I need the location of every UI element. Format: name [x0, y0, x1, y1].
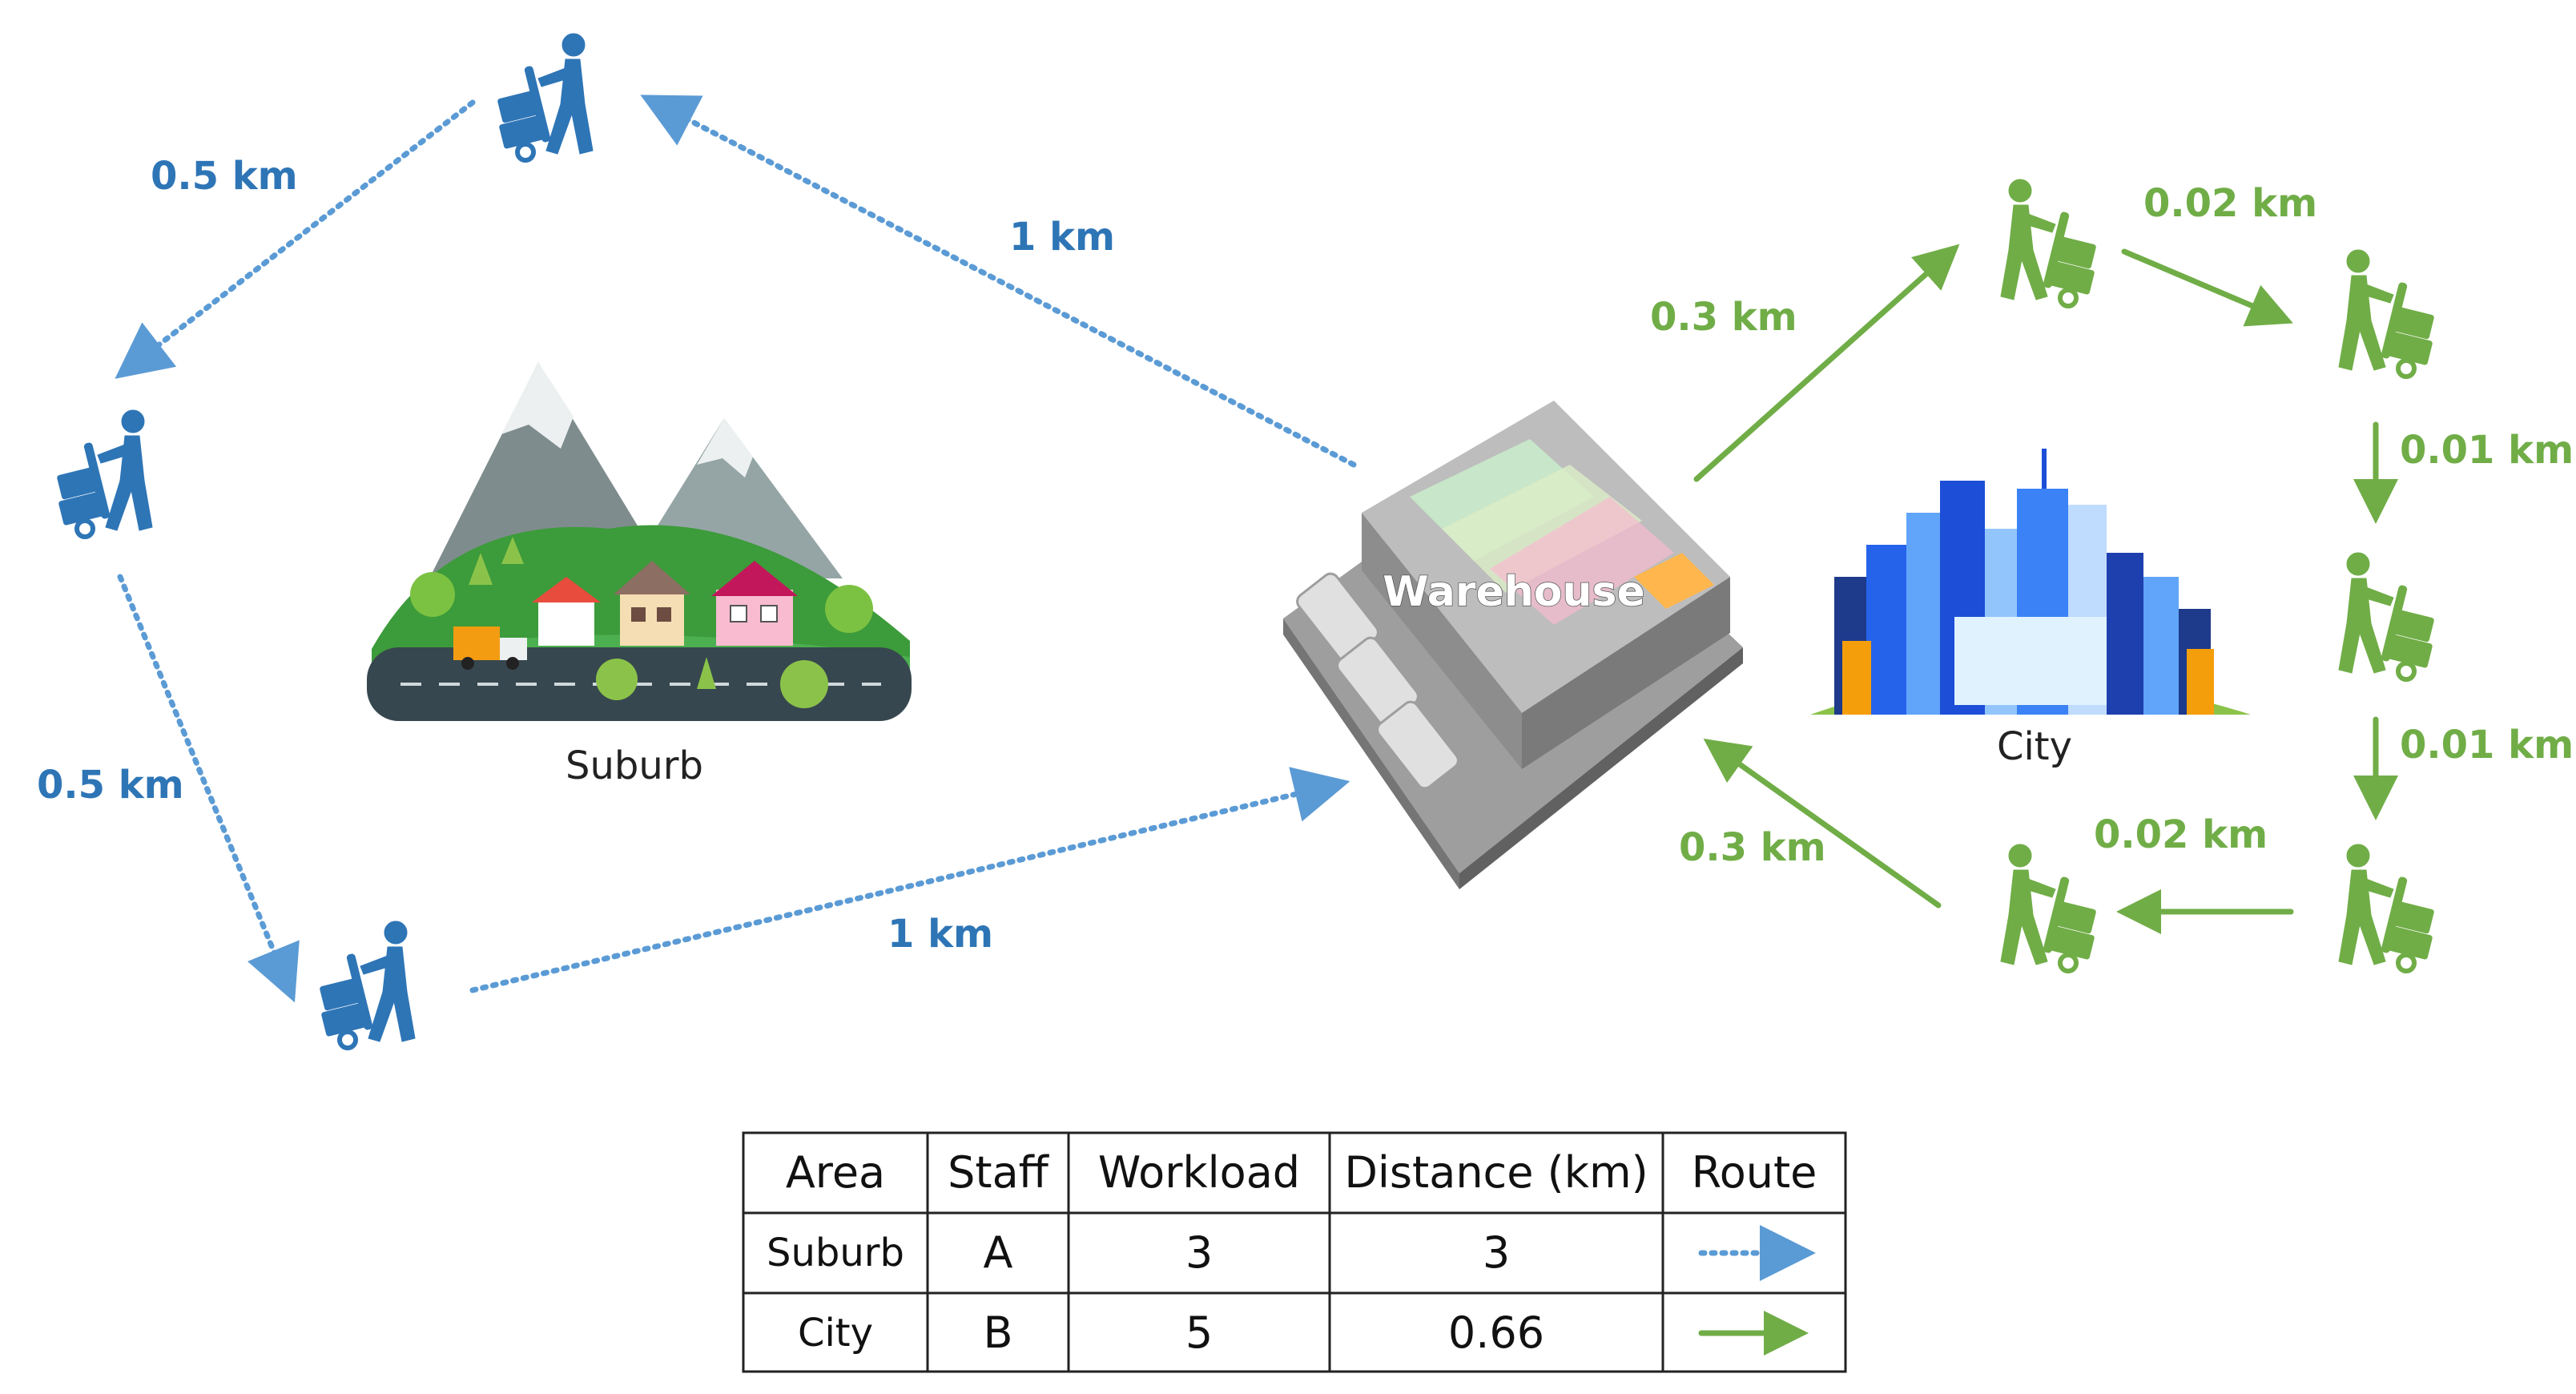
city-caption: City	[1997, 724, 2072, 769]
city-distance-label: 0.01 km	[2400, 428, 2574, 473]
table-cell-area: Suburb	[767, 1231, 904, 1275]
warehouse-label: Warehouse	[1383, 568, 1645, 616]
city-distance-label: 0.3 km	[1679, 825, 1826, 870]
table-cell-staff: A	[984, 1227, 1013, 1278]
worker-icon	[2339, 844, 2434, 971]
suburb-distance-label: 0.5 km	[37, 763, 184, 808]
city-illustration	[1810, 449, 2251, 715]
table-header-route: Route	[1692, 1147, 1817, 1198]
table-cell-distance: 0.66	[1448, 1307, 1544, 1358]
suburb-edge-warehouse-to-top	[640, 95, 1357, 468]
suburb-route	[115, 95, 1357, 1003]
worker-icon	[320, 921, 415, 1048]
summary-table: Area Staff Workload Distance (km) Route …	[742, 1131, 1847, 1373]
worker-icon	[2001, 844, 2096, 971]
table-header-distance: Distance (km)	[1344, 1147, 1648, 1198]
suburb-distance-label: 1 km	[888, 912, 993, 957]
table-cell-area: City	[798, 1311, 873, 1356]
city-distance-label: 0.01 km	[2400, 723, 2574, 768]
city-distance-label: 0.02 km	[2143, 181, 2317, 226]
suburb-illustration	[367, 362, 912, 721]
table-header-area: Area	[786, 1147, 885, 1198]
worker-icon	[497, 34, 593, 160]
city-distance-label: 0.02 km	[2094, 812, 2268, 857]
worker-icon	[2339, 553, 2434, 679]
worker-icon	[2339, 250, 2434, 377]
table-header-row: Area Staff Workload Distance (km) Route	[786, 1147, 1817, 1198]
table-cell-distance: 3	[1483, 1227, 1510, 1278]
table-cell-staff: B	[983, 1307, 1012, 1358]
suburb-distance-label: 0.5 km	[151, 154, 298, 199]
city-edge-c1-to-c2	[2121, 248, 2293, 327]
warehouse-illustration	[1283, 401, 1743, 889]
table-row: City B 5 0.66	[798, 1307, 1809, 1358]
suburb-caption: Suburb	[566, 743, 703, 788]
table-cell-workload: 3	[1185, 1227, 1213, 1278]
table-header-staff: Staff	[948, 1147, 1050, 1198]
table-cell-workload: 5	[1185, 1307, 1213, 1358]
worker-icon	[2001, 179, 2096, 306]
city-edge-warehouse-to-c1	[1693, 244, 1960, 482]
city-distance-label: 0.3 km	[1650, 295, 1797, 340]
suburb-edge-top-to-left	[115, 99, 476, 379]
table-row: Suburb A 3 3	[767, 1225, 1816, 1281]
city-edge-c5-to-warehouse	[1703, 738, 1942, 909]
suburb-edge-left-to-bottom	[117, 574, 300, 1003]
city-route	[1693, 244, 2398, 934]
suburb-edge-bottom-to-warehouse	[469, 767, 1350, 993]
table-header-workload: Workload	[1098, 1147, 1300, 1198]
suburb-distance-label: 1 km	[1009, 215, 1115, 260]
worker-icon	[57, 410, 152, 537]
